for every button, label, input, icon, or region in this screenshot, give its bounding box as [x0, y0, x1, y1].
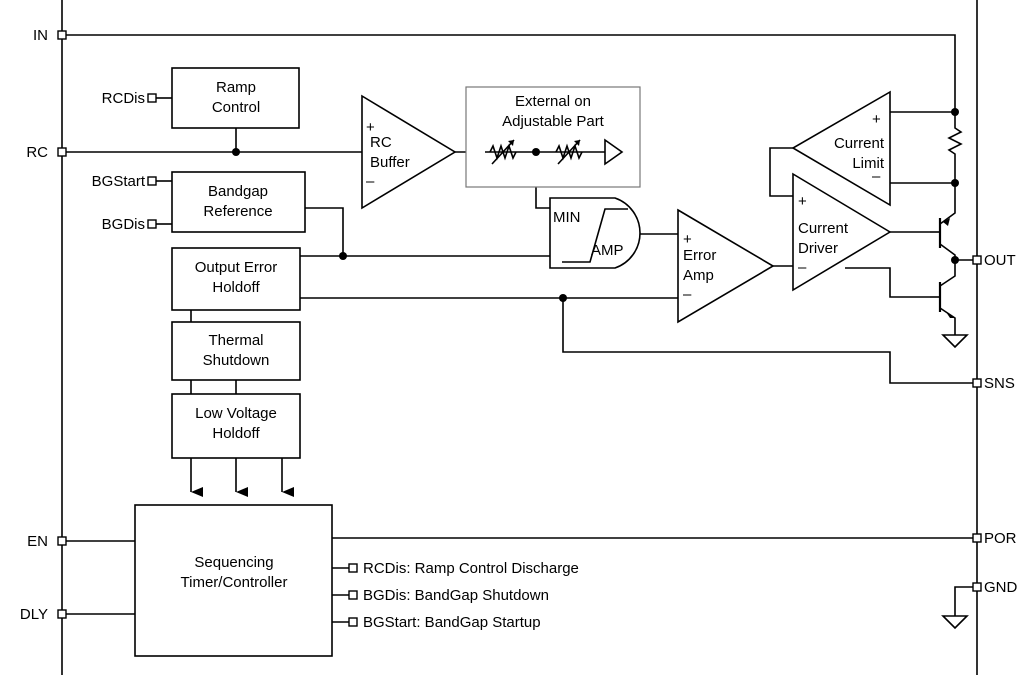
- current-driver-label-2: Driver: [798, 240, 838, 257]
- pin-sns: SNS: [972, 375, 1015, 392]
- resistor-icon: [947, 124, 963, 160]
- pin-por-label: POR: [984, 530, 1017, 547]
- min-amp-block: MIN AMP: [549, 197, 641, 269]
- potentiometer-icon: [555, 139, 583, 165]
- control-input-bgdis: BGDis: [102, 216, 157, 233]
- lvh-label-1: Low Voltage: [195, 405, 277, 422]
- bandgap-label-2: Reference: [203, 203, 272, 220]
- pin-gnd-label: GND: [984, 579, 1018, 596]
- external-adjustable-part: External on Adjustable Part: [465, 86, 641, 188]
- external-label-2: Adjustable Part: [502, 113, 605, 130]
- rc-buffer-minus: –: [366, 173, 375, 190]
- buffer-triangle-icon: [604, 138, 624, 166]
- current-limit-label-1: Current: [834, 135, 885, 152]
- rc-buffer-amplifier: + RC Buffer –: [361, 94, 457, 210]
- current-limit-amplifier: + Current Limit –: [791, 90, 891, 207]
- amp-label: AMP: [591, 242, 624, 259]
- current-limit-plus: +: [872, 111, 881, 128]
- low-voltage-holdoff-block: Low Voltage Holdoff: [171, 393, 301, 459]
- control-input-rcdis: RCDis: [102, 90, 157, 107]
- error-amp-minus: –: [683, 286, 692, 303]
- lvh-label-2: Holdoff: [212, 425, 260, 442]
- pin-out: OUT: [972, 252, 1016, 269]
- error-amp-label-2: Amp: [683, 267, 714, 284]
- current-limit-label-2: Limit: [852, 155, 885, 172]
- pin-in-label: IN: [33, 27, 48, 44]
- pin-por: POR: [972, 530, 1017, 547]
- thermal-shutdown-block: Thermal Shutdown: [171, 321, 301, 381]
- legend-item: BGDis: BandGap Shutdown: [363, 587, 549, 604]
- pin-sns-label: SNS: [984, 375, 1015, 392]
- wires: [66, 34, 973, 623]
- bandgap-reference-block: Bandgap Reference: [171, 171, 306, 233]
- legend-item: RCDis: Ramp Control Discharge: [363, 560, 579, 577]
- current-driver-plus: +: [798, 193, 807, 210]
- legend: RCDis: Ramp Control Discharge BGDis: Ban…: [348, 560, 579, 631]
- bgdis-label: BGDis: [102, 216, 145, 233]
- bgstart-label: BGStart: [92, 173, 146, 190]
- pin-out-label: OUT: [984, 252, 1016, 269]
- ramp-control-label-2: Control: [212, 99, 260, 116]
- sequencing-timer-block: Sequencing Timer/Controller: [134, 504, 333, 657]
- thermal-label-2: Shutdown: [203, 352, 270, 369]
- legend-item: BGStart: BandGap Startup: [363, 614, 541, 631]
- junction-dots: [232, 108, 959, 302]
- sequencing-label-2: Timer/Controller: [181, 574, 288, 591]
- pin-rc-label: RC: [26, 144, 48, 161]
- potentiometer-icon: [489, 139, 517, 165]
- external-label-1: External on: [515, 93, 591, 110]
- oeh-label-1: Output Error: [195, 259, 278, 276]
- min-label: MIN: [553, 209, 581, 226]
- npn-transistor-icon: [930, 218, 950, 248]
- ground-icon: [941, 334, 969, 349]
- npn-transistor-icon: [930, 282, 955, 318]
- output-error-holdoff-block: Output Error Holdoff: [171, 247, 301, 311]
- pin-in: IN: [33, 27, 67, 44]
- pin-dly-label: DLY: [20, 606, 48, 623]
- pin-en-label: EN: [27, 533, 48, 550]
- rcdis-label: RCDis: [102, 90, 145, 107]
- oeh-label-2: Holdoff: [212, 279, 260, 296]
- current-limit-minus: –: [872, 168, 881, 185]
- pin-dly: DLY: [20, 606, 67, 623]
- rc-buffer-label-2: Buffer: [370, 154, 410, 171]
- pin-en: EN: [27, 533, 67, 550]
- ramp-control-label-1: Ramp: [216, 79, 256, 96]
- rc-buffer-plus: +: [366, 119, 375, 136]
- pin-gnd: GND: [972, 579, 1018, 596]
- control-input-bgstart: BGStart: [92, 173, 157, 190]
- error-amp-amplifier: + Error Amp –: [677, 208, 775, 324]
- rc-buffer-label-1: RC: [370, 134, 392, 151]
- error-amp-plus: +: [683, 231, 692, 248]
- current-driver-label-1: Current: [798, 220, 849, 237]
- current-driver-amplifier: + Current Driver –: [792, 172, 892, 292]
- error-amp-label-1: Error: [683, 247, 716, 264]
- ramp-control-block: Ramp Control: [171, 67, 300, 129]
- thermal-label-1: Thermal: [208, 332, 263, 349]
- sequencing-label-1: Sequencing: [194, 554, 273, 571]
- bandgap-label-1: Bandgap: [208, 183, 268, 200]
- current-driver-minus: –: [798, 259, 807, 276]
- pin-rc: RC: [26, 144, 67, 161]
- ground-icon: [941, 615, 969, 630]
- chip-outline: [61, 0, 978, 675]
